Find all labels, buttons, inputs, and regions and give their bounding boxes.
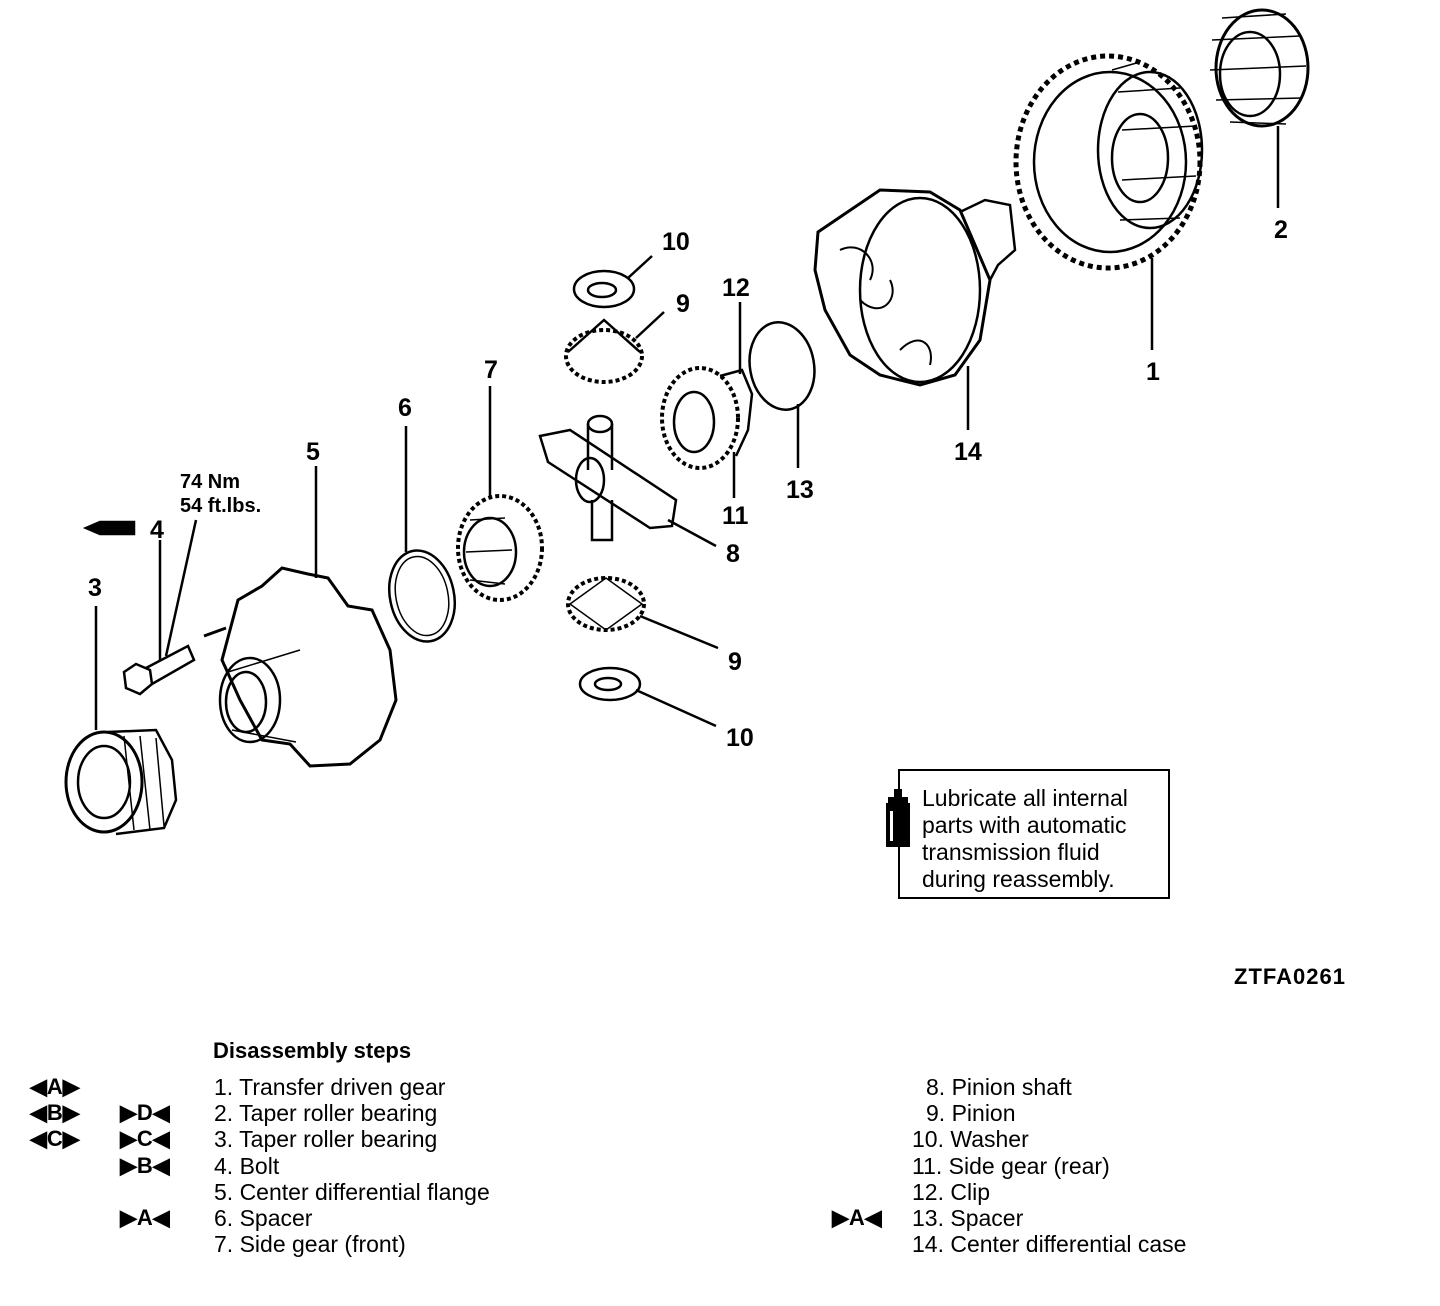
taper-roller-bearing-front [64, 728, 178, 836]
step-item: 11. Side gear (rear) [912, 1152, 1110, 1179]
bolt-front [122, 644, 196, 696]
callout-4: 4 [150, 516, 164, 544]
step-item: 8. Pinion shaft [926, 1074, 1072, 1100]
leader-9-top [635, 311, 665, 339]
step-item: 9. Pinion [926, 1100, 1016, 1127]
washer-bottom [578, 666, 642, 702]
reassembly-mark: ▶A◀ [120, 1205, 170, 1230]
reassembly-mark: ▶A◀ [832, 1205, 882, 1230]
step-item: 2. Taper roller bearing [214, 1100, 438, 1127]
spacer-ring-rear [748, 321, 816, 411]
callout-2: 2 [1274, 216, 1288, 244]
leader-9-bottom [639, 614, 719, 650]
center-differential-flange [218, 566, 398, 768]
disassembly-mark: ◀C▶ [30, 1126, 80, 1152]
leader-torque [164, 519, 198, 657]
step-item: 10. Washer [912, 1126, 1029, 1153]
pinion-bottom [566, 576, 646, 632]
steps-title: Disassembly steps [213, 1038, 412, 1063]
callout-3: 3 [88, 574, 102, 602]
center-differential-case [813, 188, 1017, 387]
callout-12: 12 [722, 274, 750, 302]
callout-14: 14 [954, 438, 982, 466]
washer-top [572, 269, 636, 309]
callout-10-top: 10 [662, 228, 690, 256]
exploded-view-diagram [64, 8, 1310, 836]
callout-5: 5 [306, 438, 320, 466]
callout-10-bottom: 10 [726, 724, 754, 752]
callout-1: 1 [1146, 358, 1160, 386]
oil-can-icon [886, 789, 910, 847]
leader-10-top [627, 255, 653, 279]
callout-8: 8 [726, 540, 740, 568]
disassembly-mark: ◀A▶ [30, 1074, 80, 1099]
step-item: 5. Center differential flange [214, 1178, 490, 1205]
step-item: 7. Side gear (front) [214, 1231, 406, 1258]
step-item: 12. Clip [912, 1178, 990, 1205]
lubrication-note: Lubricate all internal parts with automa… [886, 769, 1170, 899]
leader-8 [667, 518, 717, 548]
callout-7: 7 [484, 356, 498, 384]
torque-ftlbs: 54 ft.lbs. [180, 495, 262, 517]
step-item: 14. Center differential case [912, 1231, 1187, 1258]
torque-nm: 74 Nm [180, 471, 241, 493]
reassembly-mark: ▶B◀ [120, 1152, 170, 1178]
callout-13: 13 [786, 476, 814, 504]
callout-9-bottom: 9 [728, 648, 742, 676]
disassembly-mark: ◀B▶ [30, 1100, 80, 1126]
reassembly-mark: ▶D◀ [120, 1100, 170, 1126]
step-item: 1. Transfer driven gear [214, 1074, 446, 1100]
step-item: 6. Spacer [214, 1205, 313, 1231]
pinion-top [564, 318, 644, 384]
callout-6: 6 [398, 394, 412, 422]
figure-code: ZTFA0261 [1234, 964, 1346, 989]
callout-9-top: 9 [676, 290, 690, 318]
lubrication-note-text: Lubricate all internal parts with automa… [922, 785, 1128, 892]
side-gear-front [456, 494, 544, 602]
step-item: 4. Bolt [214, 1152, 280, 1179]
step-item: 13. Spacer [912, 1205, 1024, 1231]
step-item: 3. Taper roller bearing [214, 1126, 438, 1153]
transfer-driven-gear [1013, 53, 1204, 271]
leader-10-bottom [635, 688, 717, 728]
callout-11: 11 [722, 502, 749, 530]
side-gear-rear [660, 366, 754, 470]
taper-roller-bearing-rear [1209, 8, 1310, 128]
sealant-tube-icon [82, 520, 136, 536]
pinion-shaft [538, 414, 678, 542]
reassembly-mark: ▶C◀ [120, 1126, 170, 1152]
spacer-ring-front [388, 549, 456, 643]
torque-spec: 74 Nm 54 ft.lbs. [180, 470, 261, 518]
